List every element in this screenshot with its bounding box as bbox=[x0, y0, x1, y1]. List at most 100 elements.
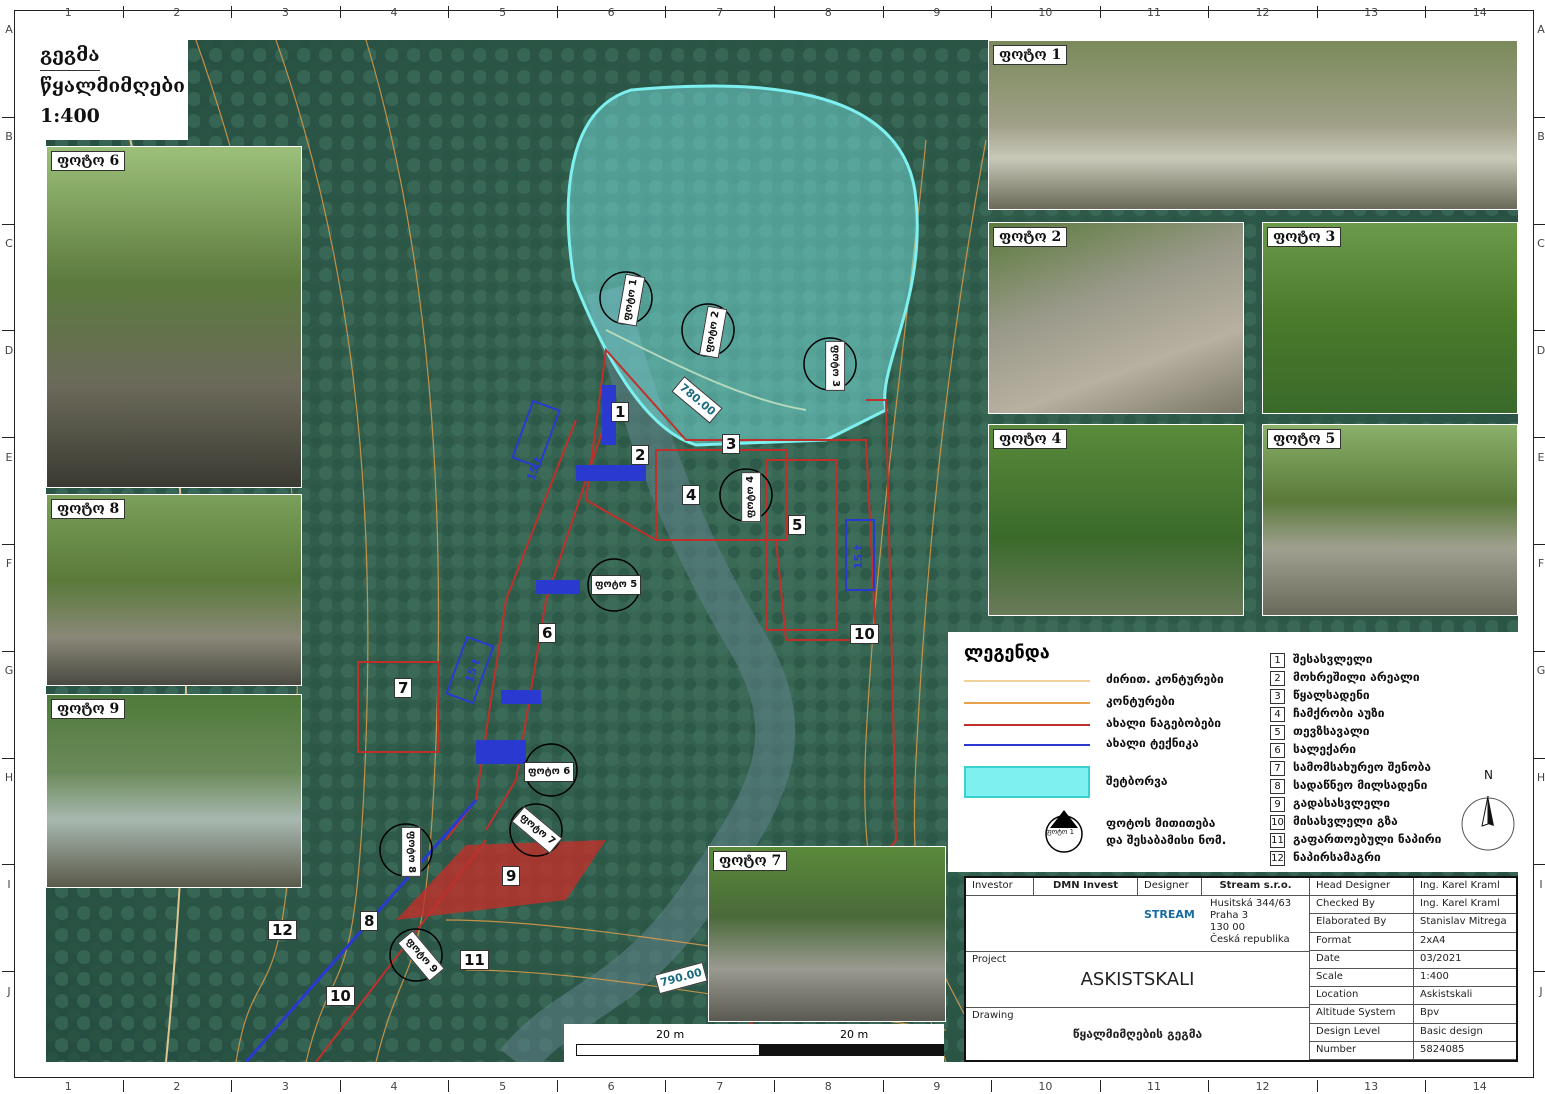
grid-tick bbox=[2, 223, 14, 225]
crossing bbox=[396, 840, 606, 920]
grid-tick bbox=[665, 6, 667, 18]
legend-label-equipment: ახალი ტექნიკა bbox=[1106, 736, 1199, 750]
grid-col-label: 12 bbox=[1255, 6, 1270, 19]
equipment-blocks bbox=[476, 385, 646, 764]
tb-project-name: ASKISTSKALI bbox=[1080, 969, 1195, 990]
grid-tick bbox=[991, 1080, 993, 1092]
new-equipment bbox=[244, 399, 875, 1062]
tb-field-value: Ing. Karel Kraml bbox=[1414, 896, 1516, 915]
grid-tick bbox=[2, 116, 14, 118]
structure-label-12: 12 bbox=[268, 920, 297, 940]
tb-drawing-name: წყალმიმღების გეგმა bbox=[1072, 1027, 1203, 1041]
grid-col-label: 4 bbox=[390, 6, 398, 19]
grid-tick bbox=[231, 1080, 233, 1092]
grid-row-label: I bbox=[7, 877, 11, 891]
grid-tick bbox=[665, 1080, 667, 1092]
photo-1-label: ფოტო 1 bbox=[993, 45, 1068, 65]
structure-label-10: 10 bbox=[850, 624, 879, 644]
photo-4: ფოტო 4 bbox=[988, 424, 1244, 616]
grid-row-label: E bbox=[1537, 450, 1545, 464]
grid-col-label: 1 bbox=[64, 6, 72, 19]
grid-tick bbox=[122, 1080, 124, 1092]
legend-label-structures: ახალი ნაგებობები bbox=[1106, 716, 1222, 730]
grid-row-label: G bbox=[1536, 664, 1545, 678]
grid-col-label: 13 bbox=[1364, 6, 1379, 19]
tb-field-key: Design Level bbox=[1310, 1023, 1414, 1042]
legend-line-equipment bbox=[964, 744, 1090, 746]
grid-tick bbox=[2, 544, 14, 545]
grid-row-label: H bbox=[1536, 771, 1545, 784]
structure-label-11: 11 bbox=[460, 950, 489, 970]
legend-marker-sample: ფოტო 1 bbox=[1046, 828, 1075, 836]
grid-row-label: C bbox=[1537, 237, 1545, 250]
legend: ლეგენდა ძირით. კონტურები კონტურები ახალი… bbox=[948, 632, 1518, 872]
grid-col-label: 1 bbox=[64, 1080, 72, 1093]
photo-3: ფოტო 3 bbox=[1262, 222, 1518, 414]
grid-col-label: 10 bbox=[1038, 6, 1053, 19]
scale-segment-black bbox=[760, 1044, 944, 1056]
tb-project: Project ASKISTSKALI bbox=[966, 952, 1310, 1008]
grid-col-label: 11 bbox=[1146, 6, 1161, 19]
photo-2-label: ფოტო 2 bbox=[993, 227, 1068, 247]
grid-col-label: 8 bbox=[824, 6, 832, 19]
stream-logo: STREAM bbox=[1144, 908, 1195, 921]
grid-tick bbox=[882, 6, 884, 18]
legend-label-reservoir: შეტბორვა bbox=[1106, 774, 1168, 788]
grid-tick bbox=[2, 650, 14, 652]
grid-col-label: 12 bbox=[1255, 1080, 1270, 1093]
grid-col-label: 8 bbox=[824, 1080, 832, 1093]
grid-tick bbox=[1534, 650, 1545, 652]
grid-row-label: D bbox=[1536, 343, 1545, 357]
tb-field-value: 5824085 bbox=[1414, 1042, 1516, 1060]
tb-designer-info: STREAM Husitská 344/63 Praha 3 130 00 Če… bbox=[1138, 896, 1310, 952]
grid-col-label: 10 bbox=[1038, 1080, 1053, 1093]
tb-field-key: Date bbox=[1310, 950, 1414, 969]
grid-tick bbox=[1534, 971, 1545, 973]
grid-tick bbox=[1099, 1080, 1101, 1092]
legend-line-main-contours bbox=[964, 680, 1090, 682]
grid-col-label: 3 bbox=[281, 1080, 289, 1093]
tb-project-label: Project bbox=[972, 954, 1007, 965]
grid-tick bbox=[1099, 6, 1101, 18]
grid-col-label: 14 bbox=[1472, 6, 1487, 19]
grid-row-label: C bbox=[5, 237, 13, 250]
structure-label-3: 3 bbox=[722, 434, 741, 454]
grid-tick bbox=[1208, 6, 1210, 18]
grid-tick bbox=[1425, 6, 1427, 18]
scale-label-right: 20 m bbox=[840, 1028, 869, 1041]
grid-tick bbox=[1534, 437, 1545, 439]
tb-field-key: Scale bbox=[1310, 969, 1414, 988]
structure-label-2: 2 bbox=[631, 445, 650, 465]
grid-tick bbox=[448, 6, 450, 18]
grid-col-label: 3 bbox=[281, 6, 289, 19]
photo-marker-3: ფოტო 3 bbox=[825, 340, 846, 392]
tb-field-value: 1:400 bbox=[1414, 969, 1516, 988]
tb-investor-label: Investor bbox=[966, 878, 1034, 896]
north-label: N bbox=[1484, 768, 1493, 782]
tb-field-key: Location bbox=[1310, 987, 1414, 1006]
grid-tick bbox=[1534, 116, 1545, 118]
grid-col-label: 7 bbox=[716, 1080, 724, 1093]
tb-investor: DMN Invest bbox=[1034, 878, 1138, 896]
grid-row-label: E bbox=[5, 450, 13, 464]
tb-field-key: Elaborated By bbox=[1310, 914, 1414, 933]
structure-label-7: 7 bbox=[394, 678, 413, 698]
grid-row-label: A bbox=[5, 23, 13, 37]
photo-marker-5: ფოტო 5 bbox=[591, 575, 642, 595]
grid-tick bbox=[774, 6, 775, 18]
grid-tick bbox=[556, 1080, 558, 1092]
grid-col-label: 9 bbox=[933, 6, 941, 19]
tb-designer: Stream s.r.o. bbox=[1202, 878, 1310, 896]
tb-field-value: Basic design bbox=[1414, 1024, 1516, 1042]
photo-marker-6: ფოტო 6 bbox=[524, 762, 575, 782]
